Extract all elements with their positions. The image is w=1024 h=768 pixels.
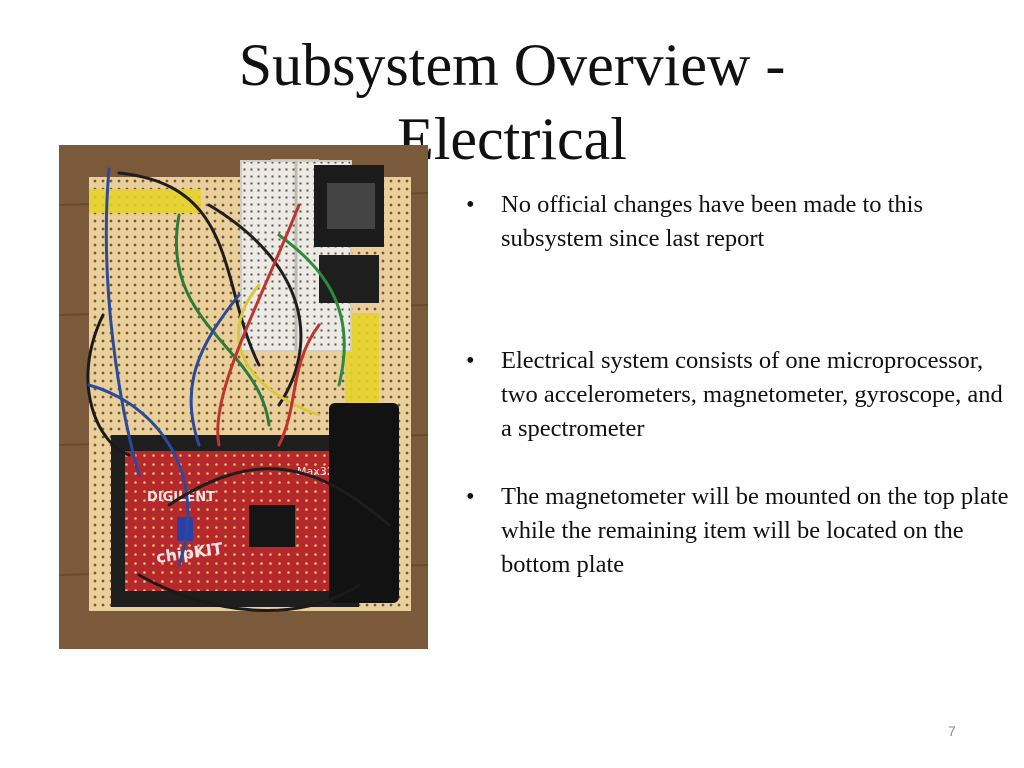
bullet-item: • No official changes have been made to … (466, 188, 1018, 256)
bullet-list: • No official changes have been made to … (466, 188, 1018, 582)
title-line-2: Electrical (397, 106, 627, 172)
sensor-module (319, 255, 379, 303)
bullet-marker: • (466, 347, 475, 374)
battery-pack (329, 403, 399, 603)
circuit-photo: DIGILENT chipKIT Max32 (59, 145, 428, 649)
bullet-item: • The magnetometer will be mounted on th… (466, 480, 1018, 582)
circuit-photo-drawing: DIGILENT chipKIT Max32 (59, 145, 428, 649)
page-number: 7 (948, 723, 956, 739)
slide-title: Subsystem Overview - Electrical (0, 28, 1024, 176)
title-line-1: Subsystem Overview - (238, 32, 786, 98)
bullet-text: Electrical system consists of one microp… (501, 347, 1003, 442)
bullet-marker: • (466, 191, 475, 218)
bullet-text: The magnetometer will be mounted on the … (501, 483, 1009, 578)
microcontroller-board (111, 435, 359, 607)
bullet-text: No official changes have been made to th… (501, 191, 924, 252)
jumper-wires (86, 167, 391, 612)
bullet-marker: • (466, 483, 475, 510)
microprocessor-chip (249, 505, 295, 547)
bullet-item: • Electrical system consists of one micr… (466, 344, 1018, 446)
